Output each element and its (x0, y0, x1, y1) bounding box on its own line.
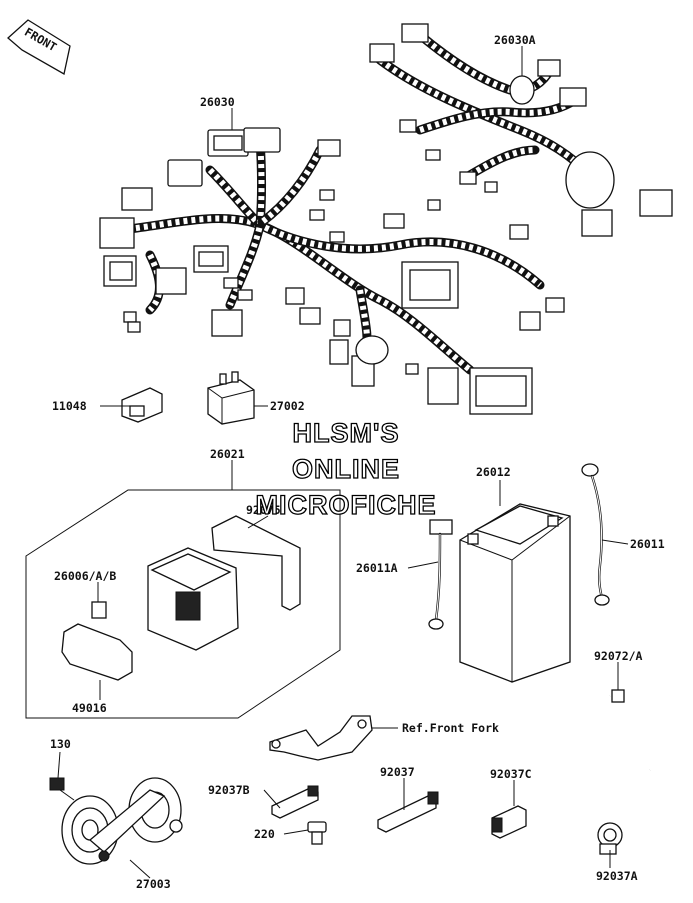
label-27002: 27002 (270, 399, 305, 413)
watermark-line-1: HLSM'S (293, 418, 400, 448)
cable-26011-drawing (581, 463, 610, 606)
watermark-line-2: ONLINE (292, 454, 400, 484)
label-130: 130 (50, 737, 71, 751)
bracket-11048-drawing (121, 387, 163, 423)
label-11048: 11048 (52, 399, 87, 413)
clamp-92037C-drawing (491, 805, 527, 839)
label-26006: 26006/A/B (54, 569, 116, 583)
battery-26012-drawing (459, 503, 571, 683)
label-26011A: 26011A (356, 561, 398, 575)
label-27003: 27003 (136, 877, 171, 891)
label-26030: 26030 (200, 95, 235, 109)
main-harness-drawing (99, 127, 565, 415)
label-26012: 26012 (476, 465, 511, 479)
leader-lines (57, 46, 629, 879)
clamp-92037A-drawing (597, 822, 623, 855)
part-labels: 26030A 26030 11048 27002 26021 92075 260… (50, 33, 665, 891)
tie-band-92072A-drawing (600, 689, 652, 776)
label-92075: 92075 (246, 503, 281, 517)
horn-27003-drawing (49, 777, 183, 865)
label-220: 220 (254, 827, 275, 841)
label-92037A: 92037A (596, 869, 638, 883)
label-92037C: 92037C (490, 767, 532, 781)
label-26021: 26021 (210, 447, 245, 461)
cable-26011A-drawing (428, 519, 453, 630)
label-26030A: 26030A (494, 33, 536, 47)
bolt-220-drawing (307, 821, 327, 845)
ecu-group-box (25, 489, 341, 719)
label-26011: 26011 (630, 537, 665, 551)
front-arrow-icon: FRONT (7, 19, 71, 76)
watermark: HLSM'S ONLINE MICROFICHE (255, 417, 437, 520)
label-92037B: 92037B (208, 783, 250, 797)
relay-27002-drawing (207, 371, 255, 425)
watermark-line-3: MICROFICHE (256, 490, 437, 520)
label-49016: 49016 (72, 701, 107, 715)
front-fork-bracket-drawing (269, 715, 373, 761)
label-ref-front-fork: Ref.Front Fork (402, 721, 499, 735)
clamp-92037-drawing (377, 791, 439, 833)
sub-harness-drawing (369, 23, 673, 237)
label-92072A: 92072/A (594, 649, 643, 663)
clamp-92037B-drawing (271, 785, 319, 819)
label-92037: 92037 (380, 765, 415, 779)
